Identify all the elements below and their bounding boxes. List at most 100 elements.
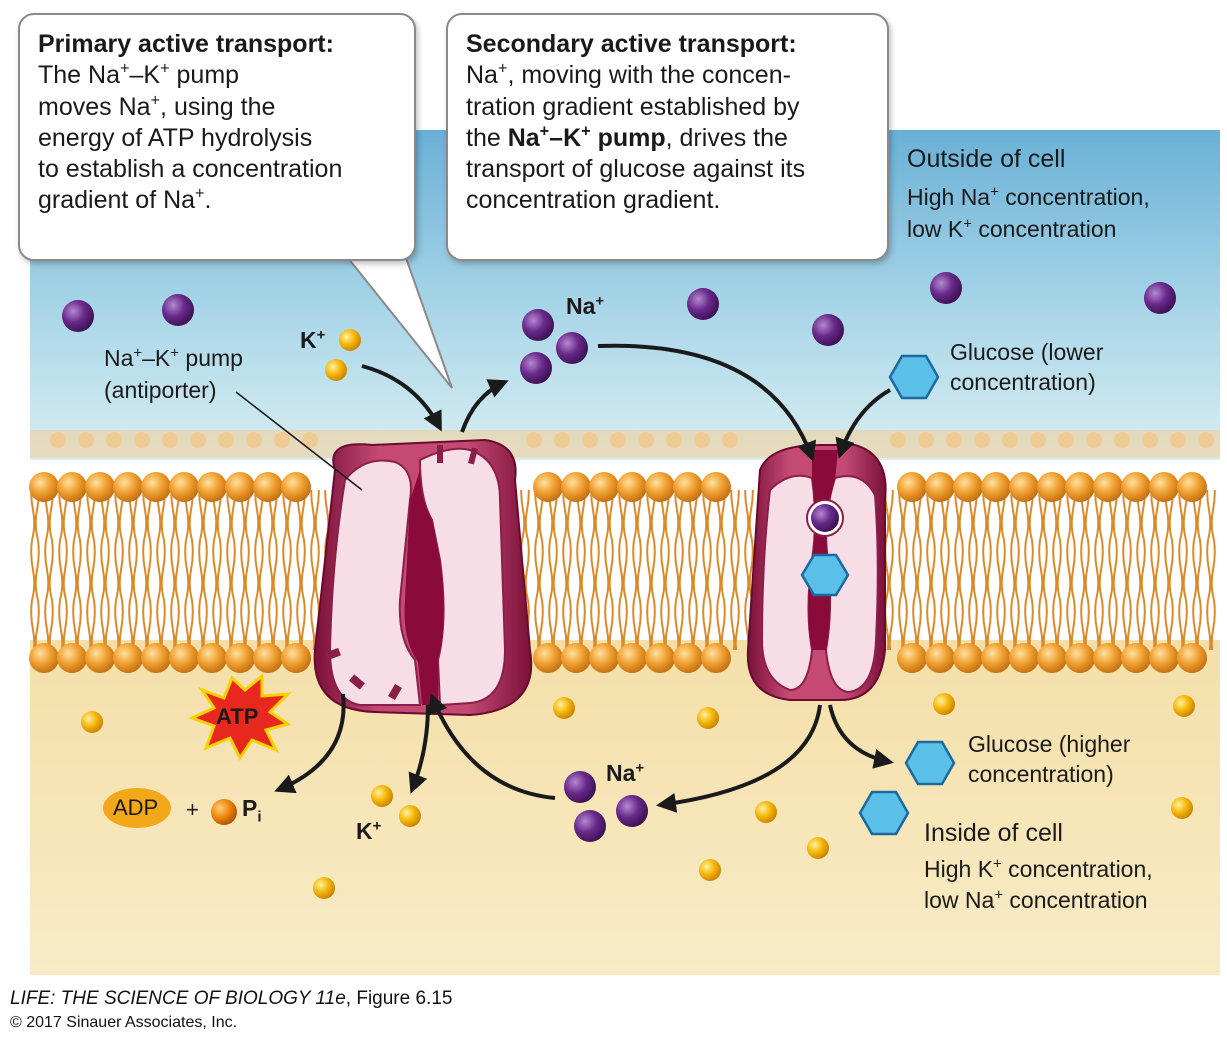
lipid-head [1009,472,1039,502]
lipid-head [589,643,619,673]
lipid-head [925,643,955,673]
potassium-ions-inside [81,693,1195,899]
primary-callout-tail [347,257,453,389]
glucose-outside [888,354,940,400]
outside-na-line: High Na+ concentration, [907,183,1150,210]
sodium-ions-outside [62,272,1176,384]
adp-oval [103,788,171,828]
lipid-head [953,643,983,673]
primary-callout-title: Primary active transport: [38,30,334,58]
sodium-ions-inside [564,771,648,842]
lipid-head [1149,643,1179,673]
lipid-head [673,472,703,502]
lipid-head-back [1170,432,1186,448]
lipid-head-back [890,432,906,448]
secondary-callout-line: tration gradient established by [466,92,800,121]
k-inside-label: K+ [356,817,382,844]
lipid-head-back [218,432,234,448]
lipid-head [1009,643,1039,673]
arrows [274,343,894,813]
lipid-head-back [246,432,262,448]
lipid-head [113,643,143,673]
secondary-callout-line: concentration gradient. [466,186,721,215]
lipid-head-back [50,432,66,448]
secondary-callout-line: Na+, moving with the concen- [466,59,791,90]
primary-callout-line: moves Na+, using the [38,91,276,121]
glucose-higher-label: Glucose (higher [968,731,1131,757]
lipid-head-back [666,432,682,448]
lipid-head [701,472,731,502]
glucose-lower-label-2: concentration) [950,369,1096,395]
primary-callout-line: to establish a concentration [38,155,343,183]
adp-label: ADP [113,795,159,820]
lipid-head-back [722,432,738,448]
lipid-head [169,643,199,673]
lipid-head [85,472,115,502]
na-inside-label: Na+ [606,759,645,786]
atp-starburst [188,672,292,761]
lipid-head [29,643,59,673]
lipid-head [113,472,143,502]
pump-leader-line [235,391,363,491]
outside-of-cell-label: Outside of cell [907,145,1066,173]
lipid-head [561,643,591,673]
lipid-head [1177,472,1207,502]
lipid-head-back [1086,432,1102,448]
lipid-head [897,643,927,673]
lipid-head-back [918,432,934,448]
lipid-head-back [1114,432,1130,448]
lipid-head [1093,472,1123,502]
lipid-head [645,472,675,502]
lipid-head [589,472,619,502]
lipid-head [29,472,59,502]
lipid-head [897,472,927,502]
inside-na-line: low Na+ concentration [924,886,1148,913]
lipid-head [253,472,283,502]
lipid-head-back [582,432,598,448]
lipid-head [85,643,115,673]
lipid-head [1065,472,1095,502]
lipid-head [1121,472,1151,502]
lipid-head [981,643,1011,673]
lipid-head [1177,643,1207,673]
lipid-head [1065,643,1095,673]
lipid-head [925,472,955,502]
lipid-head [701,643,731,673]
secondary-active-transport-callout: Secondary active transport: Na+, moving … [446,13,889,261]
lipid-head [1037,643,1067,673]
lipid-head-back [78,432,94,448]
lipid-head-back [1198,432,1214,448]
lipid-head-back [946,432,962,448]
lipid-head-back [1058,432,1074,448]
lipid-head-back [274,432,290,448]
lipid-head-back [554,432,570,448]
figure-credit: LIFE: THE SCIENCE OF BIOLOGY 11e, Figure… [10,988,453,1009]
secondary-callout-line: the Na+–K+ pump, drives the [466,122,788,152]
lipid-head [57,472,87,502]
lipid-head [141,643,171,673]
lipid-head [281,643,311,673]
glucose-higher-label-2: concentration) [968,761,1114,787]
lipid-head-back [526,432,542,448]
lipid-head [1037,472,1067,502]
lipid-head [533,472,563,502]
lipid-head [197,472,227,502]
pump-label: Na+–K+ pump [104,344,243,371]
bound-glucose [800,553,850,597]
lipid-head-back [638,432,654,448]
primary-callout-line: The Na+–K+ pump [38,59,240,90]
secondary-callout-title: Secondary active transport: [466,30,797,58]
lipid-head [617,472,647,502]
primary-active-transport-callout: Primary active transport: The Na+–K+ pum… [18,13,416,261]
lipid-head [673,643,703,673]
phosphate-ion [211,799,237,825]
antiporter-label: (antiporter) [104,377,217,403]
lipid-head [1121,643,1151,673]
lipid-head-back [106,432,122,448]
phosphate-label: Pi [242,795,262,826]
lipid-head-back [1002,432,1018,448]
lipid-head [141,472,171,502]
lipid-head-back [302,432,318,448]
inside-of-cell-label: Inside of cell [924,819,1063,847]
